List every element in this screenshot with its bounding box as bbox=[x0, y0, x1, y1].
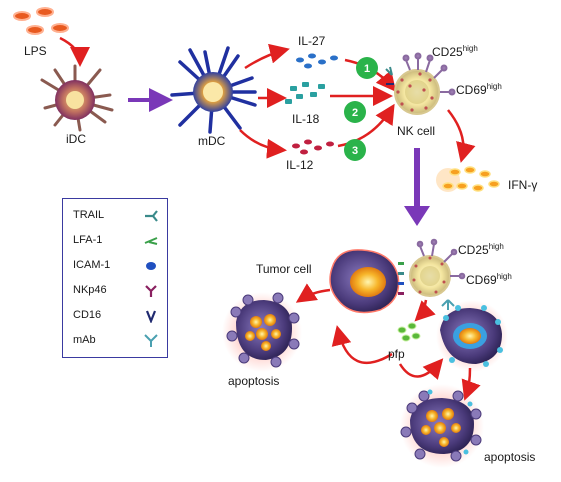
pfp-label: pfp bbox=[388, 347, 405, 361]
arrow-pfp-loop bbox=[331, 325, 393, 365]
cd25-top-label: CD25high bbox=[432, 44, 478, 59]
trail-receptor-icon bbox=[145, 210, 158, 222]
mab-antibody-icon bbox=[144, 334, 158, 347]
mab-antibody bbox=[441, 299, 455, 310]
cd25-bottom-label: CD25high bbox=[458, 242, 504, 257]
legend-label: CD16 bbox=[73, 309, 102, 321]
lps-label: LPS bbox=[24, 44, 47, 58]
legend-item-lfa1: LFA-1 bbox=[73, 234, 102, 246]
legend-label: NKp46 bbox=[73, 284, 107, 296]
ifn-gamma-label: IFN-γ bbox=[508, 178, 538, 192]
step-2-badge bbox=[344, 101, 366, 123]
step-1-number: 1 bbox=[364, 63, 370, 75]
perforin-granules bbox=[397, 322, 421, 342]
apoptosis-bottom-label: apoptosis bbox=[484, 450, 536, 464]
il12-label: IL-12 bbox=[286, 158, 314, 172]
il27-label: IL-27 bbox=[298, 34, 326, 48]
step-3-number: 3 bbox=[352, 145, 358, 157]
target-cell-adcc bbox=[436, 300, 508, 372]
arrow-mdc-to-il27 bbox=[244, 43, 290, 70]
il18-molecules bbox=[285, 82, 325, 104]
arrow-target-to-apoptosis bbox=[461, 367, 481, 401]
idc-label: iDC bbox=[66, 132, 86, 146]
step-1-badge bbox=[356, 57, 378, 79]
arrow-tumor-to-apoptosis bbox=[295, 283, 331, 303]
arrow-mdc-to-il12 bbox=[239, 129, 287, 159]
arrow-nk-to-pfp bbox=[414, 299, 436, 322]
legend-label: LFA-1 bbox=[73, 234, 103, 246]
nkp46-receptor-icon bbox=[145, 285, 157, 297]
tumor-cell bbox=[329, 249, 404, 314]
legend-item-mab: mAb bbox=[73, 334, 96, 346]
step-2-number: 2 bbox=[352, 107, 358, 119]
legend-item-icam1: ICAM-1 bbox=[73, 259, 110, 271]
legend-item-trail: TRAIL bbox=[73, 209, 104, 221]
legend-item-cd16: CD16 bbox=[73, 309, 101, 321]
idc-cell bbox=[40, 64, 114, 132]
receptor-legend: TRAIL LFA-1 ICAM-1 NKp46 CD16 mAb bbox=[62, 198, 168, 358]
arrow-nk-to-ifn bbox=[447, 109, 476, 163]
legend-item-nkp46: NKp46 bbox=[73, 284, 107, 296]
nk-cell-effector bbox=[409, 238, 466, 297]
nk-cell-activated bbox=[385, 52, 456, 115]
arrow-lps-to-idc bbox=[59, 36, 90, 67]
arrow-pfp-to-target bbox=[398, 358, 444, 380]
apoptotic-cell-bottom bbox=[400, 384, 484, 468]
il12-molecules bbox=[292, 139, 334, 155]
nk-cell-label: NK cell bbox=[397, 124, 436, 138]
tumor-cell-label: Tumor cell bbox=[256, 262, 312, 276]
legend-label: TRAIL bbox=[73, 209, 105, 221]
icam1-molecule-icon bbox=[146, 262, 156, 270]
ifn-gamma-molecules bbox=[436, 166, 500, 192]
arrow-nk-to-tumor-head bbox=[404, 206, 430, 226]
cd69-bottom-label: CD69high bbox=[466, 272, 512, 287]
cd69-top-label: CD69high bbox=[456, 82, 502, 97]
mdc-cell bbox=[170, 46, 257, 134]
cd16-receptor-icon bbox=[145, 310, 157, 323]
il27-molecules bbox=[296, 53, 338, 69]
mdc-label: mDC bbox=[198, 134, 226, 148]
lps-molecules bbox=[13, 7, 69, 35]
arrow-il12-to-nk bbox=[337, 103, 395, 148]
il18-label: IL-18 bbox=[292, 112, 320, 126]
step-3-badge bbox=[344, 139, 366, 161]
apoptosis-left-label: apoptosis bbox=[228, 374, 280, 388]
legend-label: mAb bbox=[73, 334, 96, 346]
legend-label: ICAM-1 bbox=[73, 259, 111, 271]
apoptotic-cell-left bbox=[222, 292, 302, 372]
lfa1-receptor-icon bbox=[144, 237, 158, 245]
